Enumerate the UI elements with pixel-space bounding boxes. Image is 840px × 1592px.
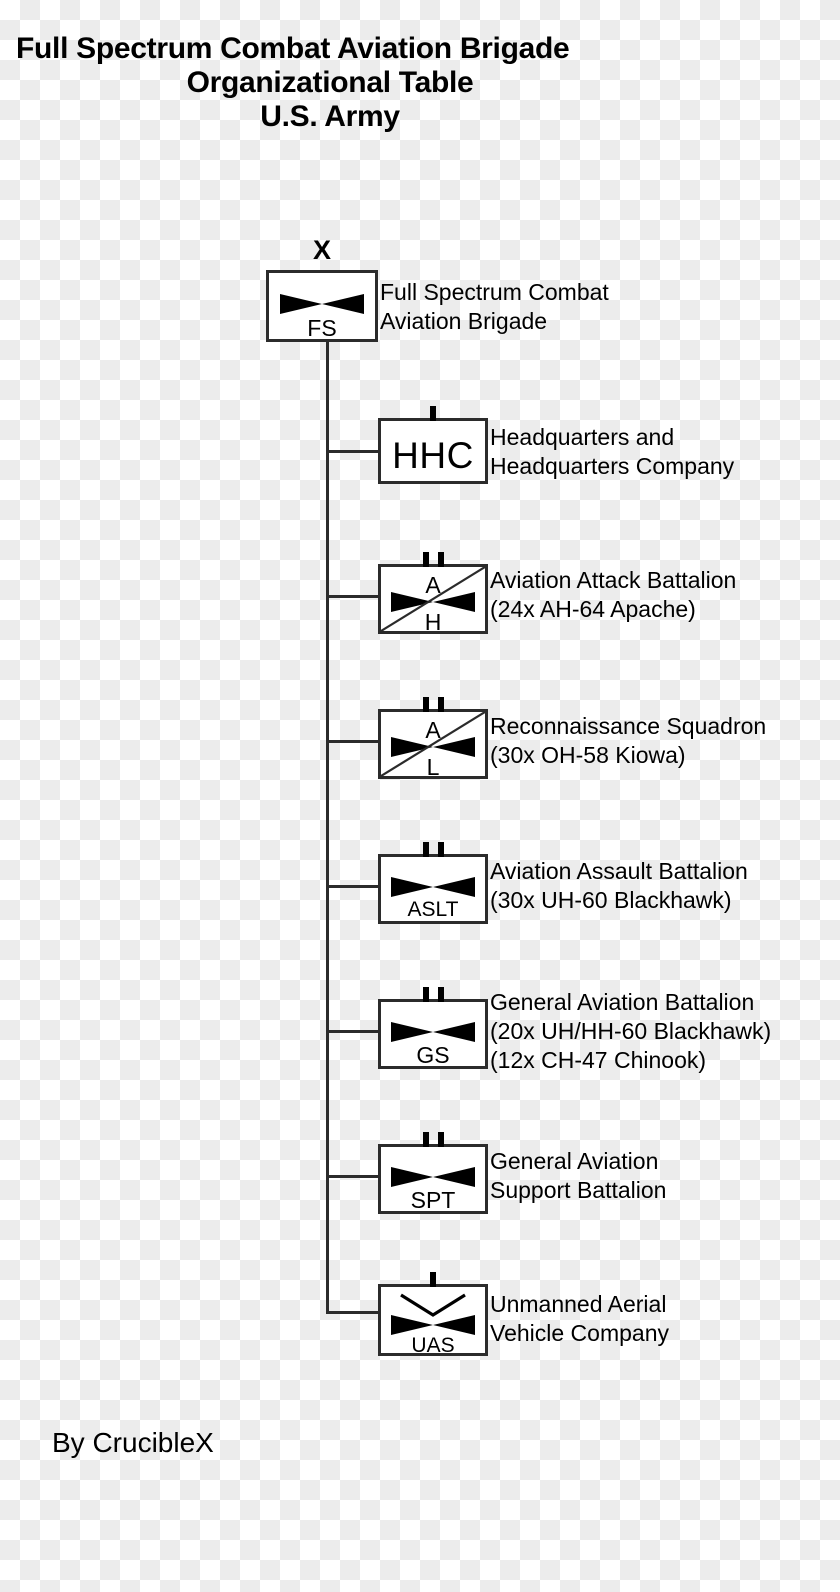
author-credit: By CrucibleX <box>52 1427 214 1458</box>
symbol-abbr-uas: UAS <box>411 1334 455 1357</box>
echelon-tick <box>422 697 429 712</box>
echelon-marker-general-aviation-battalion <box>381 984 485 1002</box>
symbol-letter-bottom-recon: L <box>426 754 440 780</box>
slash-overlay-icon <box>381 712 485 776</box>
echelon-marker-support-battalion <box>381 1129 485 1147</box>
symbol-box-hhc: HHC <box>378 406 488 484</box>
rotary-wing-aviation-icon <box>391 1167 475 1187</box>
symbol-box-general-aviation-battalion: GS <box>378 987 488 1069</box>
unit-node-hhc[interactable]: HHC <box>378 406 488 484</box>
branch-connector-uas <box>326 1311 380 1314</box>
unit-node-attack-battalion[interactable]: A H <box>378 552 488 635</box>
title-line-3: U.S. Army <box>260 100 400 133</box>
echelon-tick <box>437 987 444 1002</box>
unit-label-recon-squadron: Reconnaissance Squadron (30x OH-58 Kiowa… <box>490 713 767 768</box>
unit-label-general-aviation-battalion: General Aviation Battalion (20x UH/HH-60… <box>490 989 772 1073</box>
echelon-tick <box>422 1132 429 1147</box>
unit-label-uav-company: Unmanned Aerial Vehicle Company <box>490 1291 669 1346</box>
branch-connector-general <box>326 1030 380 1033</box>
unit-node-general-aviation-battalion[interactable]: GS <box>378 987 488 1069</box>
symbol-abbr-support: SPT <box>410 1187 456 1213</box>
unit-node-recon-squadron[interactable]: A L <box>378 697 488 780</box>
branch-connector-assault <box>326 885 380 888</box>
echelon-marker-assault-battalion <box>381 839 485 857</box>
title-line-1: Full Spectrum Combat Aviation Brigade <box>16 32 570 65</box>
slash-overlay-icon <box>381 567 485 631</box>
unit-label-assault-battalion: Aviation Assault Battalion (30x UH-60 Bl… <box>490 858 748 913</box>
echelon-tick <box>437 1132 444 1147</box>
echelon-tick <box>430 406 436 421</box>
branch-connector-hhc <box>326 450 380 453</box>
trunk-connector <box>326 341 329 1313</box>
unit-node-brigade[interactable]: X FS <box>266 235 378 342</box>
unmanned-chevron-icon <box>400 1293 466 1317</box>
branch-connector-attack <box>326 595 380 598</box>
unit-node-support-battalion[interactable]: SPT <box>378 1132 488 1214</box>
rotary-wing-aviation-icon <box>391 877 475 897</box>
echelon-marker-uav-company <box>381 1269 485 1287</box>
rotary-wing-aviation-icon <box>391 592 475 612</box>
title-line-2: Organizational Table <box>186 66 474 99</box>
echelon-tick <box>437 552 444 567</box>
symbol-abbr-assault: ASLT <box>407 898 459 921</box>
echelon-marker-recon-squadron <box>381 694 485 712</box>
echelon-tick <box>422 552 429 567</box>
symbol-box-attack-battalion: A H <box>378 552 488 635</box>
unit-label-support-battalion: General Aviation Support Battalion <box>490 1148 667 1203</box>
symbol-letter-top-recon: A <box>425 717 441 743</box>
unit-label-hhc: Headquarters and Headquarters Company <box>490 424 735 479</box>
symbol-box-assault-battalion: ASLT <box>378 842 488 924</box>
symbol-box-brigade: X FS <box>266 235 378 342</box>
echelon-tick <box>437 697 444 712</box>
branch-connector-recon <box>326 740 380 743</box>
branch-connector-support <box>326 1175 380 1178</box>
echelon-tick <box>430 1272 436 1287</box>
rotary-wing-aviation-icon <box>280 294 364 314</box>
unit-label-attack-battalion: Aviation Attack Battalion (24x AH-64 Apa… <box>490 567 737 622</box>
page-title: Full Spectrum Combat Aviation Brigade Or… <box>0 32 660 134</box>
rotary-wing-aviation-icon <box>391 1022 475 1042</box>
rotary-wing-aviation-icon <box>391 737 475 757</box>
symbol-box-support-battalion: SPT <box>378 1132 488 1214</box>
symbol-abbr-brigade: FS <box>307 315 337 341</box>
symbol-letter-top-attack: A <box>425 572 441 598</box>
echelon-marker-hhc <box>381 403 485 421</box>
rotary-wing-aviation-icon <box>391 1315 475 1335</box>
unit-node-uav-company[interactable]: UAS <box>378 1272 488 1357</box>
echelon-marker-attack-battalion <box>381 549 485 567</box>
symbol-box-recon-squadron: A L <box>378 697 488 780</box>
echelon-tick <box>437 842 444 857</box>
symbol-box-uav-company: UAS <box>378 1272 488 1357</box>
symbol-abbr-hhc: HHC <box>392 435 474 476</box>
echelon-marker-brigade: X <box>312 235 331 265</box>
symbol-letter-bottom-attack: H <box>424 609 442 635</box>
echelon-tick <box>422 842 429 857</box>
unit-node-assault-battalion[interactable]: ASLT <box>378 842 488 924</box>
symbol-abbr-general-aviation: GS <box>416 1042 450 1068</box>
echelon-tick <box>422 987 429 1002</box>
unit-label-brigade: Full Spectrum Combat Aviation Brigade <box>380 279 609 334</box>
